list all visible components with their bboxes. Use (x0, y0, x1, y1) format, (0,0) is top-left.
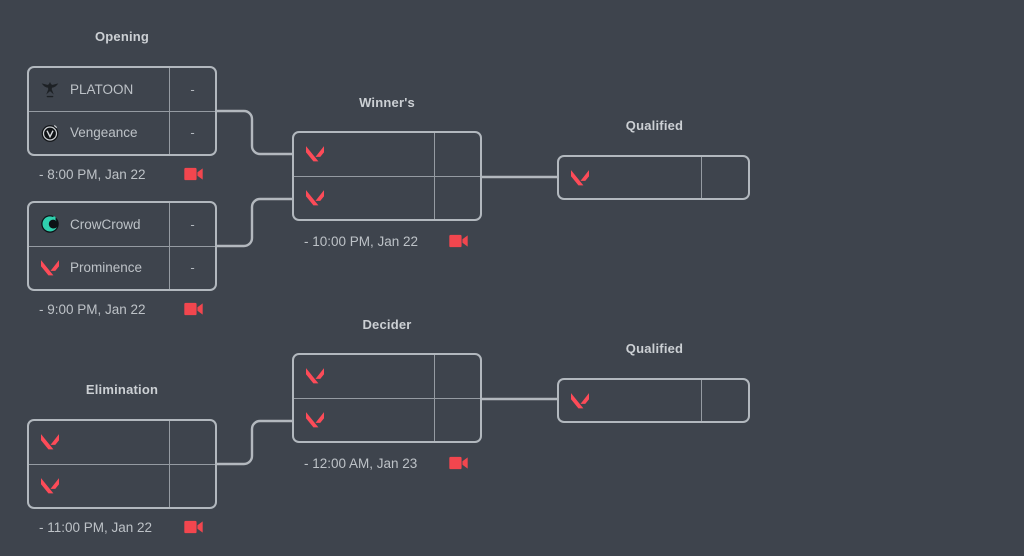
team-name: CrowCrowd (70, 216, 141, 232)
team-name: PLATOON (70, 81, 134, 97)
round-header-qualified-top: Qualified (625, 118, 684, 133)
team-row[interactable]: Prominence - (29, 245, 215, 289)
video-camera-icon[interactable] (448, 455, 469, 471)
team-score: - (169, 111, 215, 154)
round-header-elimination: Elimination (85, 382, 159, 397)
vengeance-circle-v-logo (40, 123, 60, 143)
match-time: - 12:00 AM, Jan 23 (304, 455, 418, 471)
team-row[interactable] (559, 157, 748, 198)
team-row[interactable]: Vengeance - (29, 110, 215, 154)
qualified-slot-top (557, 155, 750, 200)
valorant-placeholder-logo (570, 168, 590, 188)
match-decider (292, 353, 482, 443)
team-row[interactable] (29, 421, 215, 464)
team-row[interactable] (294, 133, 480, 176)
valorant-placeholder-logo (40, 432, 60, 452)
team-score: - (169, 246, 215, 289)
team-row[interactable]: CrowCrowd - (29, 203, 215, 246)
match-time-row: - 12:00 AM, Jan 23 (292, 453, 482, 473)
team-row[interactable] (29, 463, 215, 507)
team-score (434, 176, 480, 219)
platoon-eagle-logo (40, 79, 60, 99)
team-row[interactable] (559, 380, 748, 421)
match-elimination (27, 419, 217, 509)
video-camera-icon[interactable] (448, 233, 469, 249)
team-score (169, 464, 215, 507)
round-header-winners: Winner's (359, 95, 415, 110)
team-score (701, 380, 748, 421)
team-score (169, 421, 215, 464)
match-time: - 9:00 PM, Jan 22 (39, 301, 146, 317)
team-row[interactable]: PLATOON - (29, 68, 215, 111)
round-header-decider: Decider (362, 317, 412, 332)
video-camera-icon[interactable] (183, 166, 204, 182)
valorant-placeholder-logo (40, 476, 60, 496)
match-opening-2: CrowCrowd - Prominence - (27, 201, 217, 291)
valorant-placeholder-logo (305, 144, 325, 164)
match-winners (292, 131, 482, 221)
video-camera-icon[interactable] (183, 519, 204, 535)
match-time-row: - 11:00 PM, Jan 22 (27, 517, 217, 537)
round-header-opening: Opening (94, 29, 150, 44)
crowcrowd-bird-logo (40, 214, 60, 234)
match-time: - 11:00 PM, Jan 22 (39, 519, 153, 535)
match-time-row: - 10:00 PM, Jan 22 (292, 231, 482, 251)
team-name: Prominence (70, 260, 143, 276)
team-row[interactable] (294, 175, 480, 219)
match-time-row: - 9:00 PM, Jan 22 (27, 299, 217, 319)
valorant-placeholder-logo (305, 410, 325, 430)
valorant-placeholder-logo (570, 391, 590, 411)
team-row[interactable] (294, 397, 480, 441)
match-time: - 8:00 PM, Jan 22 (39, 166, 146, 182)
team-score: - (169, 68, 215, 111)
team-row[interactable] (294, 355, 480, 398)
team-score (434, 133, 480, 176)
valorant-placeholder-logo (305, 188, 325, 208)
team-score: - (169, 203, 215, 246)
team-score (701, 157, 748, 198)
valorant-placeholder-logo (305, 366, 325, 386)
qualified-slot-bottom (557, 378, 750, 423)
video-camera-icon[interactable] (183, 301, 204, 317)
round-header-qualified-bottom: Qualified (625, 341, 684, 356)
match-opening-1: PLATOON - Vengeance - (27, 66, 217, 156)
team-name: Vengeance (70, 125, 138, 141)
match-time-row: - 8:00 PM, Jan 22 (27, 164, 217, 184)
team-score (434, 355, 480, 398)
team-score (434, 398, 480, 441)
match-time: - 10:00 PM, Jan 22 (304, 233, 419, 249)
valorant-placeholder-logo (40, 258, 60, 278)
